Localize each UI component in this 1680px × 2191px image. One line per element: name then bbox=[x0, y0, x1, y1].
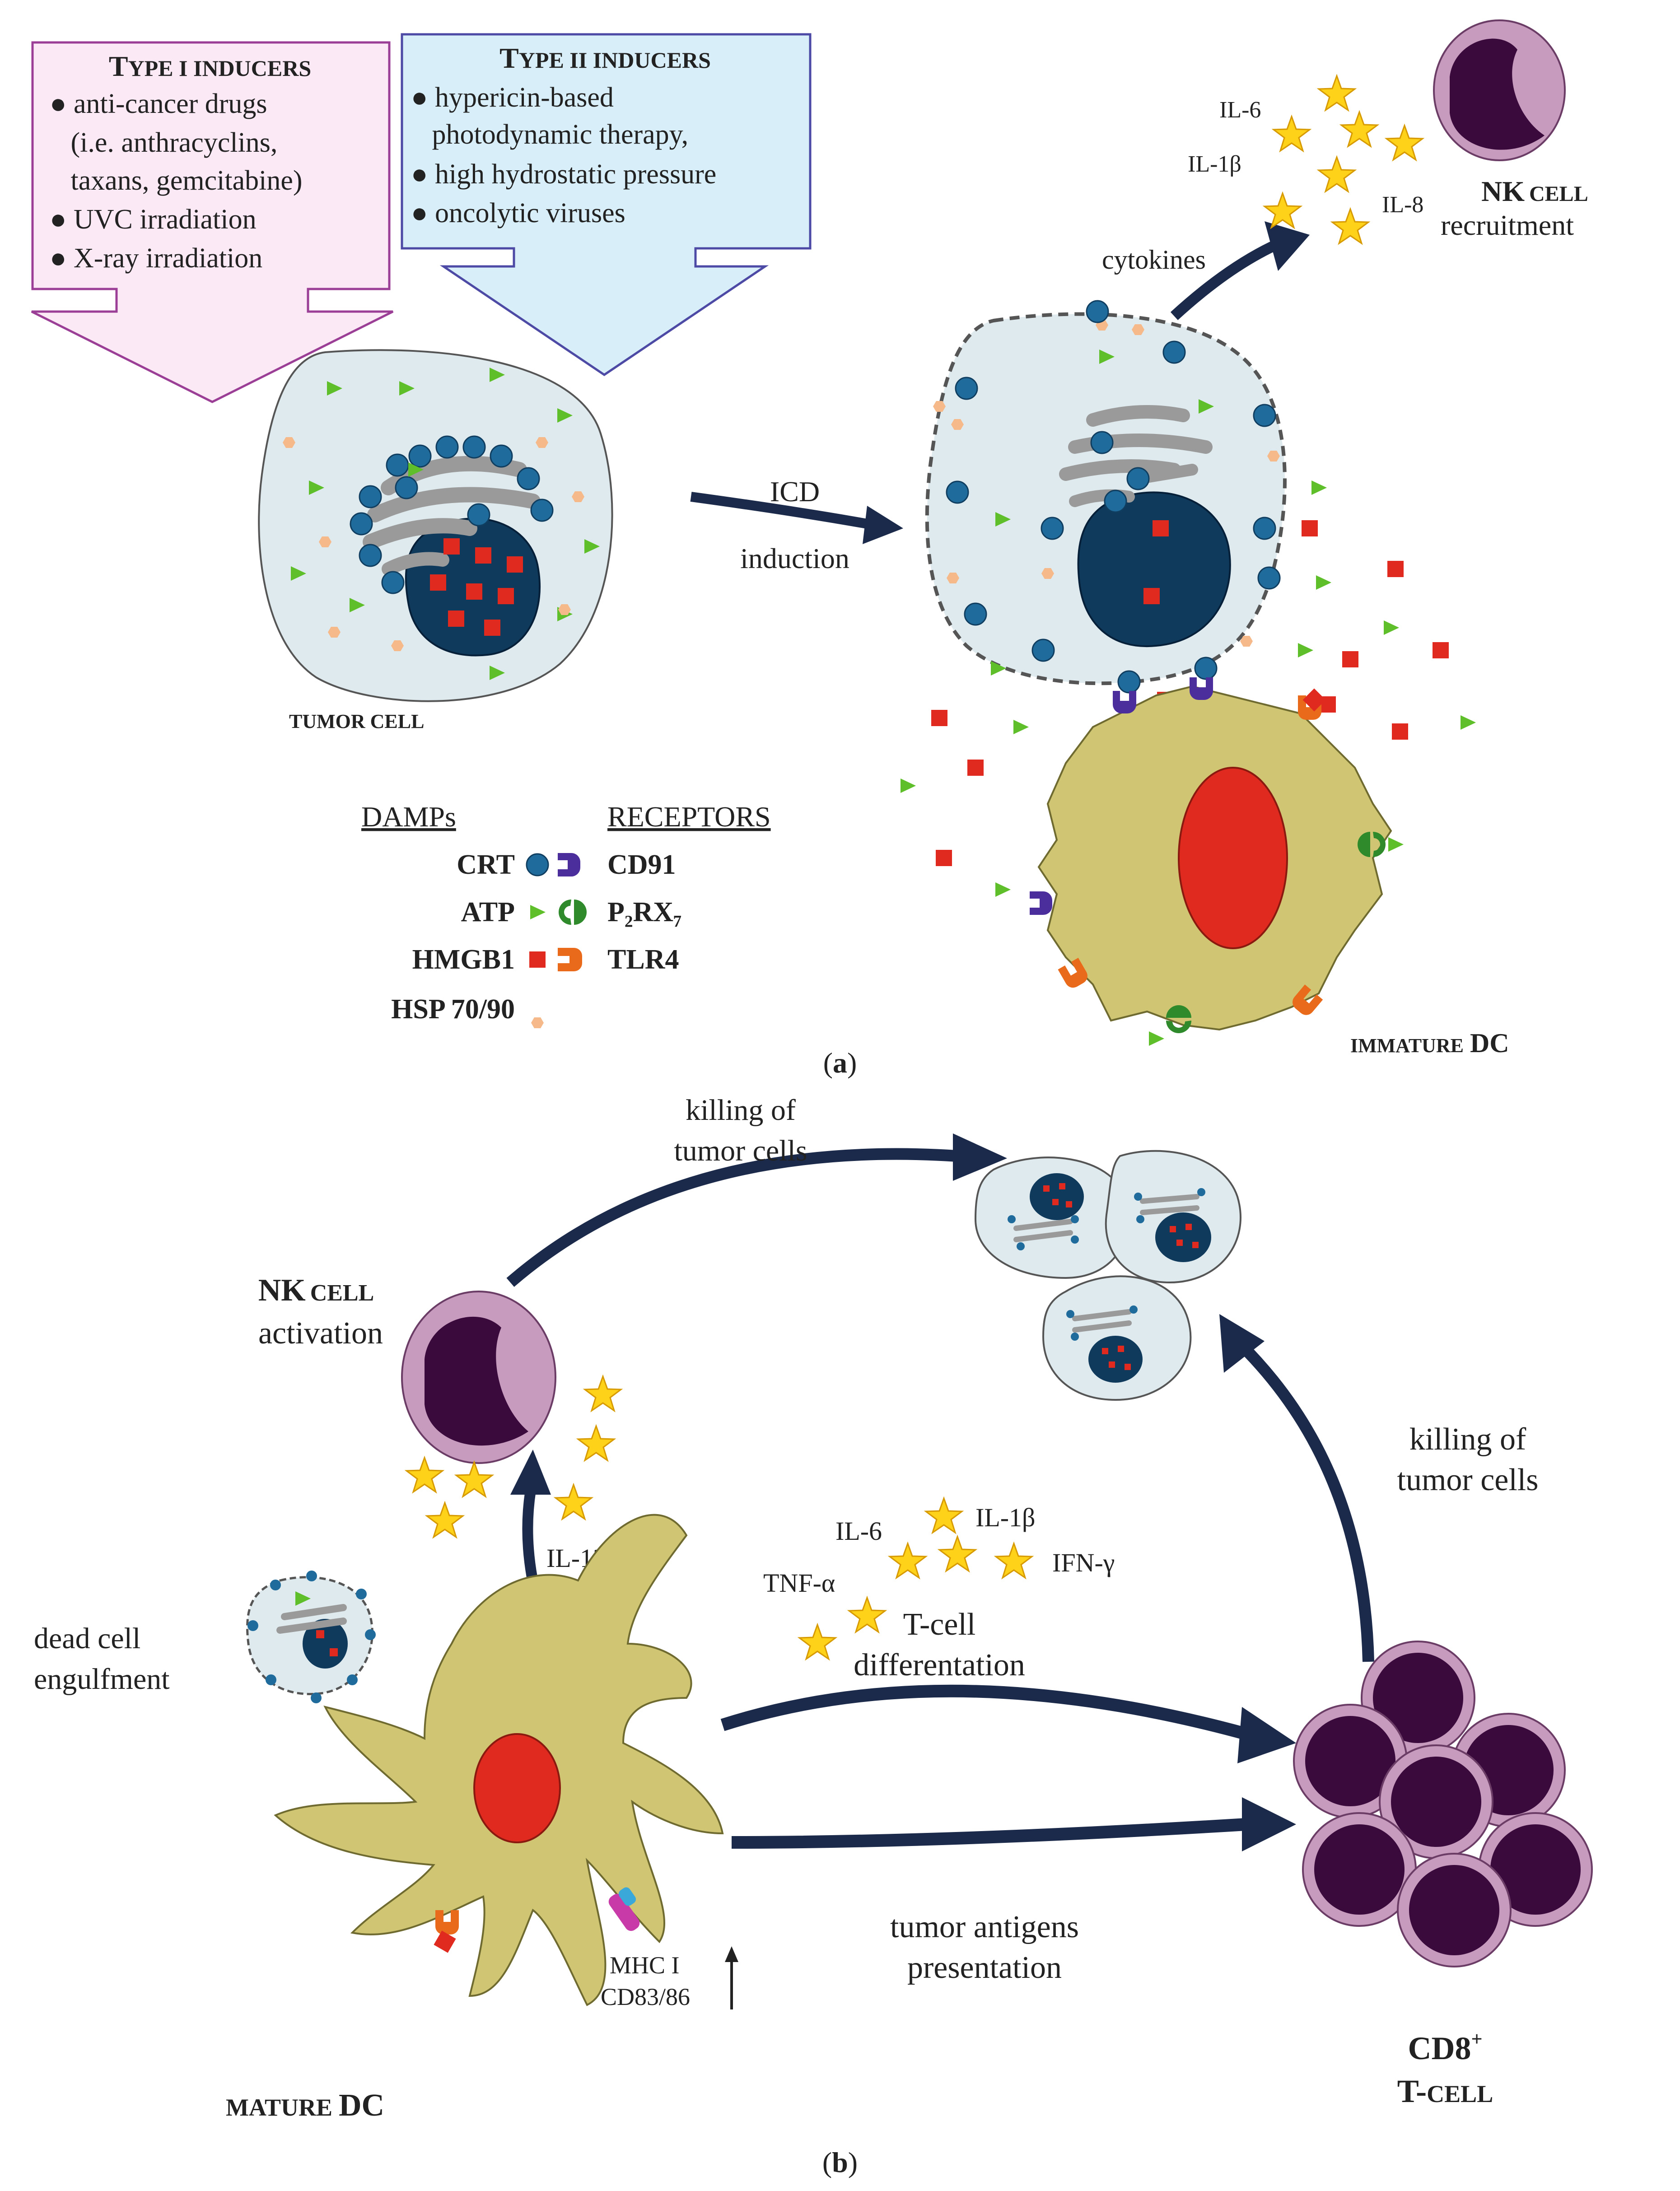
type2-inducers-box: TYPE II INDUCERS ● hypericin-based photo… bbox=[401, 33, 812, 377]
tcell-diff-label-1: T-cell bbox=[903, 1607, 976, 1642]
type1-item-3: taxans, gemcitabine) bbox=[50, 165, 303, 196]
type2-item-1: ● hypericin-based bbox=[411, 82, 614, 113]
il8-label-a: IL-8 bbox=[1382, 192, 1423, 218]
legend: DAMPs RECEPTORS CRT CD91 ATP P₂RX₇ HMGB1… bbox=[361, 801, 771, 1028]
killing-arrow-top bbox=[506, 1133, 1007, 1287]
nk-recruitment-label: recruitment bbox=[1441, 209, 1574, 241]
tcell-differentiation-arrow bbox=[720, 1684, 1296, 1763]
cytokines-arrow bbox=[1170, 221, 1310, 320]
type2-item-4: ● oncolytic viruses bbox=[411, 198, 625, 228]
cd8-label-2: T-CELL bbox=[1397, 2073, 1493, 2109]
type1-item-4: ● UVC irradiation bbox=[50, 204, 257, 235]
caption-a: (a) bbox=[823, 1047, 857, 1079]
type2-title: TYPE II INDUCERS bbox=[499, 42, 711, 74]
type1-title: TYPE I INDUCERS bbox=[109, 50, 311, 82]
killing-top-1: killing of bbox=[686, 1094, 796, 1127]
mhc-label-2: CD83/86 bbox=[601, 1983, 690, 2010]
nk-activation-label-2: activation bbox=[258, 1316, 383, 1351]
legend-crt: CRT bbox=[457, 849, 515, 880]
legend-hmgb1: HMGB1 bbox=[412, 944, 515, 975]
induction-label: induction bbox=[740, 542, 849, 574]
immature-dendritic-cell bbox=[1030, 677, 1404, 1046]
il1b-label-b: IL-1β bbox=[975, 1503, 1036, 1532]
engulfed-dead-cell bbox=[246, 1571, 376, 1703]
mature-dendritic-cell bbox=[274, 1514, 724, 2006]
tnfa-label: TNF-α bbox=[763, 1568, 835, 1598]
icd-label: ICD bbox=[770, 475, 820, 508]
type2-item-3: ● high hydrostatic pressure bbox=[411, 159, 716, 190]
upregulation-arrow-icon bbox=[725, 1946, 738, 2009]
legend-cd91: CD91 bbox=[607, 849, 676, 880]
killing-right-1: killing of bbox=[1409, 1422, 1526, 1457]
dead-cell-label-1: dead cell bbox=[34, 1622, 140, 1655]
killing-arrow-right bbox=[1219, 1314, 1374, 1662]
cd8-label-1: CD8+ bbox=[1408, 2028, 1482, 2066]
tumor-cell-label: TUMOR CELL bbox=[289, 710, 424, 732]
nk-cell-b bbox=[401, 1291, 556, 1464]
tumor-cell-cluster bbox=[974, 1150, 1241, 1401]
damps-header: DAMPs bbox=[361, 801, 456, 833]
mhc-label-1: MHC I bbox=[610, 1952, 680, 1979]
antigen-label-2: presentation bbox=[907, 1950, 1062, 1985]
cytokines-label: cytokines bbox=[1102, 245, 1206, 275]
type2-item-2: photodynamic therapy, bbox=[411, 119, 688, 150]
antigen-label-1: tumor antigens bbox=[890, 1910, 1079, 1944]
cytokine-stars-a bbox=[1264, 75, 1423, 244]
il6-label-b: IL-6 bbox=[835, 1516, 882, 1546]
il6-label-a: IL-6 bbox=[1219, 97, 1261, 123]
antigen-presentation-arrow bbox=[731, 1797, 1296, 1851]
legend-tlr4: TLR4 bbox=[607, 944, 679, 975]
receptors-header: RECEPTORS bbox=[607, 801, 771, 833]
ifng-label: IFN-γ bbox=[1052, 1548, 1115, 1577]
type1-item-1: ● anti-cancer drugs bbox=[50, 89, 267, 119]
icd-induction-arrow bbox=[690, 492, 903, 544]
tumor-cell bbox=[258, 349, 613, 702]
killing-top-2: tumor cells bbox=[674, 1134, 807, 1167]
il1b-label-a: IL-1β bbox=[1188, 151, 1241, 177]
nk-cell-a bbox=[1433, 19, 1566, 161]
caption-b: (b) bbox=[822, 2146, 858, 2178]
tcell-diff-label-2: differentation bbox=[854, 1648, 1025, 1683]
type1-item-2: (i.e. anthracyclins, bbox=[50, 127, 277, 158]
legend-atp: ATP bbox=[461, 897, 515, 928]
legend-hsp: HSP 70/90 bbox=[391, 994, 515, 1025]
type1-item-5: ● X-ray irradiation bbox=[50, 243, 262, 274]
legend-p2rx7: P₂RX₇ bbox=[607, 897, 682, 928]
type1-inducers-box: TYPE I INDUCERS ● anti-cancer drugs (i.e… bbox=[31, 41, 394, 403]
cd8-tcell-cluster bbox=[1293, 1641, 1593, 1967]
killing-right-2: tumor cells bbox=[1397, 1463, 1539, 1497]
mhc-molecule bbox=[608, 1887, 640, 1931]
dead-cell-label-2: engulfment bbox=[34, 1663, 170, 1696]
dying-tumor-cell bbox=[925, 300, 1287, 694]
